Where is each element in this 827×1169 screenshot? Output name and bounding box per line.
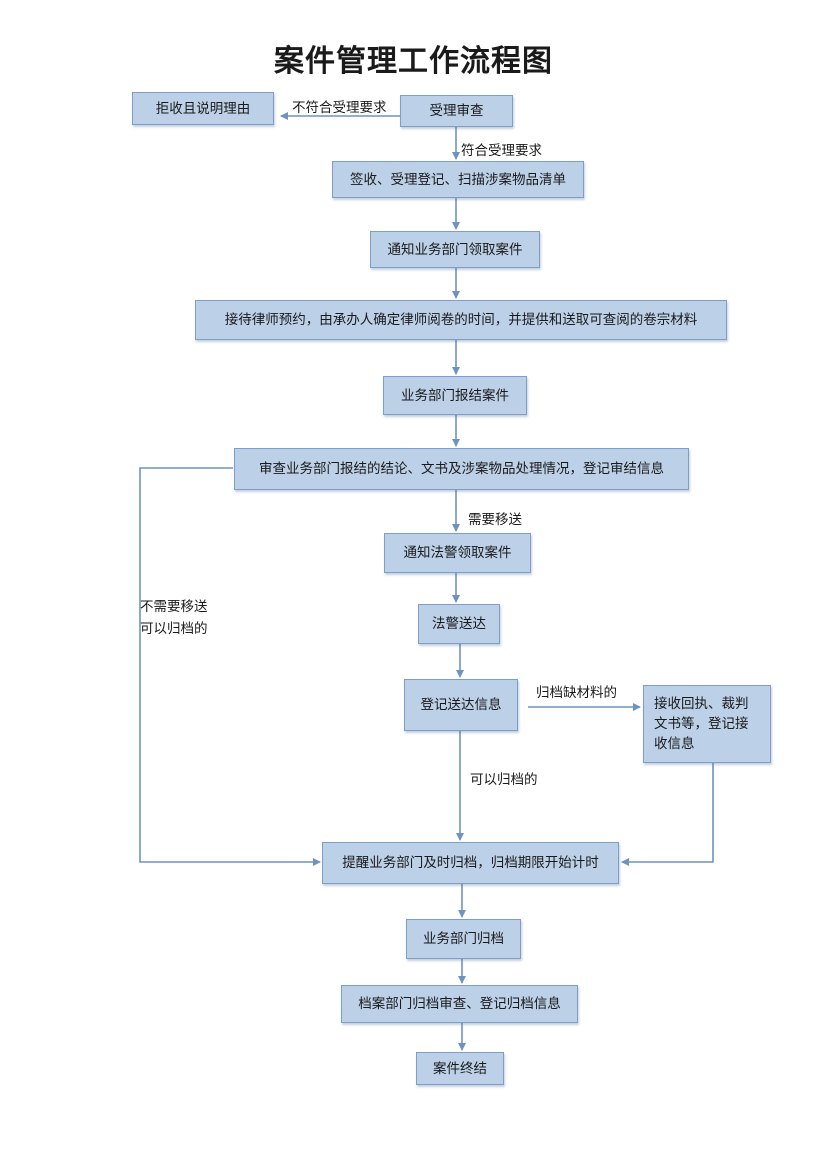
node-review-report: 审查业务部门报结的结论、文书及涉案物品处理情况，登记审结信息 xyxy=(234,448,689,490)
label-need-transfer: 需要移送 xyxy=(468,512,522,528)
label-meet: 符合受理要求 xyxy=(461,143,542,159)
node-notify-police: 通知法警领取案件 xyxy=(384,533,531,573)
node-case-closed: 案件终结 xyxy=(416,1052,504,1085)
node-lawyer-reception: 接待律师预约，由承办人确定律师阅卷的时间，并提供和送取可查阅的卷宗材料 xyxy=(195,300,727,340)
page-title: 案件管理工作流程图 xyxy=(274,44,553,79)
node-archive-review: 档案部门归档审查、登记归档信息 xyxy=(341,985,578,1023)
arrow-receipt-to-remind xyxy=(621,763,714,866)
label-no-transfer-2: 可以归档的 xyxy=(140,621,208,637)
arrow-review-to-remind xyxy=(139,467,321,866)
node-reject: 拒收且说明理由 xyxy=(132,92,274,125)
node-remind-archive: 提醒业务部门及时归档，归档期限开始计时 xyxy=(322,842,619,884)
label-can-archive: 可以归档的 xyxy=(470,772,538,788)
node-dept-report: 业务部门报结案件 xyxy=(383,376,527,415)
node-sign-register: 签收、受理登记、扫描涉案物品清单 xyxy=(332,161,584,198)
label-not-meet: 不符合受理要求 xyxy=(292,100,387,116)
label-no-transfer-1: 不需要移送 xyxy=(140,599,208,615)
node-accept-review: 受理审查 xyxy=(400,95,513,127)
node-dept-archive: 业务部门归档 xyxy=(406,919,521,959)
node-register-delivery: 登记送达信息 xyxy=(404,679,518,731)
node-receive-receipt: 接收回执、裁判文书等，登记接收信息 xyxy=(643,685,771,763)
node-police-deliver: 法警送达 xyxy=(418,604,500,644)
node-notify-dept: 通知业务部门领取案件 xyxy=(370,231,540,268)
label-missing-materials: 归档缺材料的 xyxy=(536,685,617,701)
